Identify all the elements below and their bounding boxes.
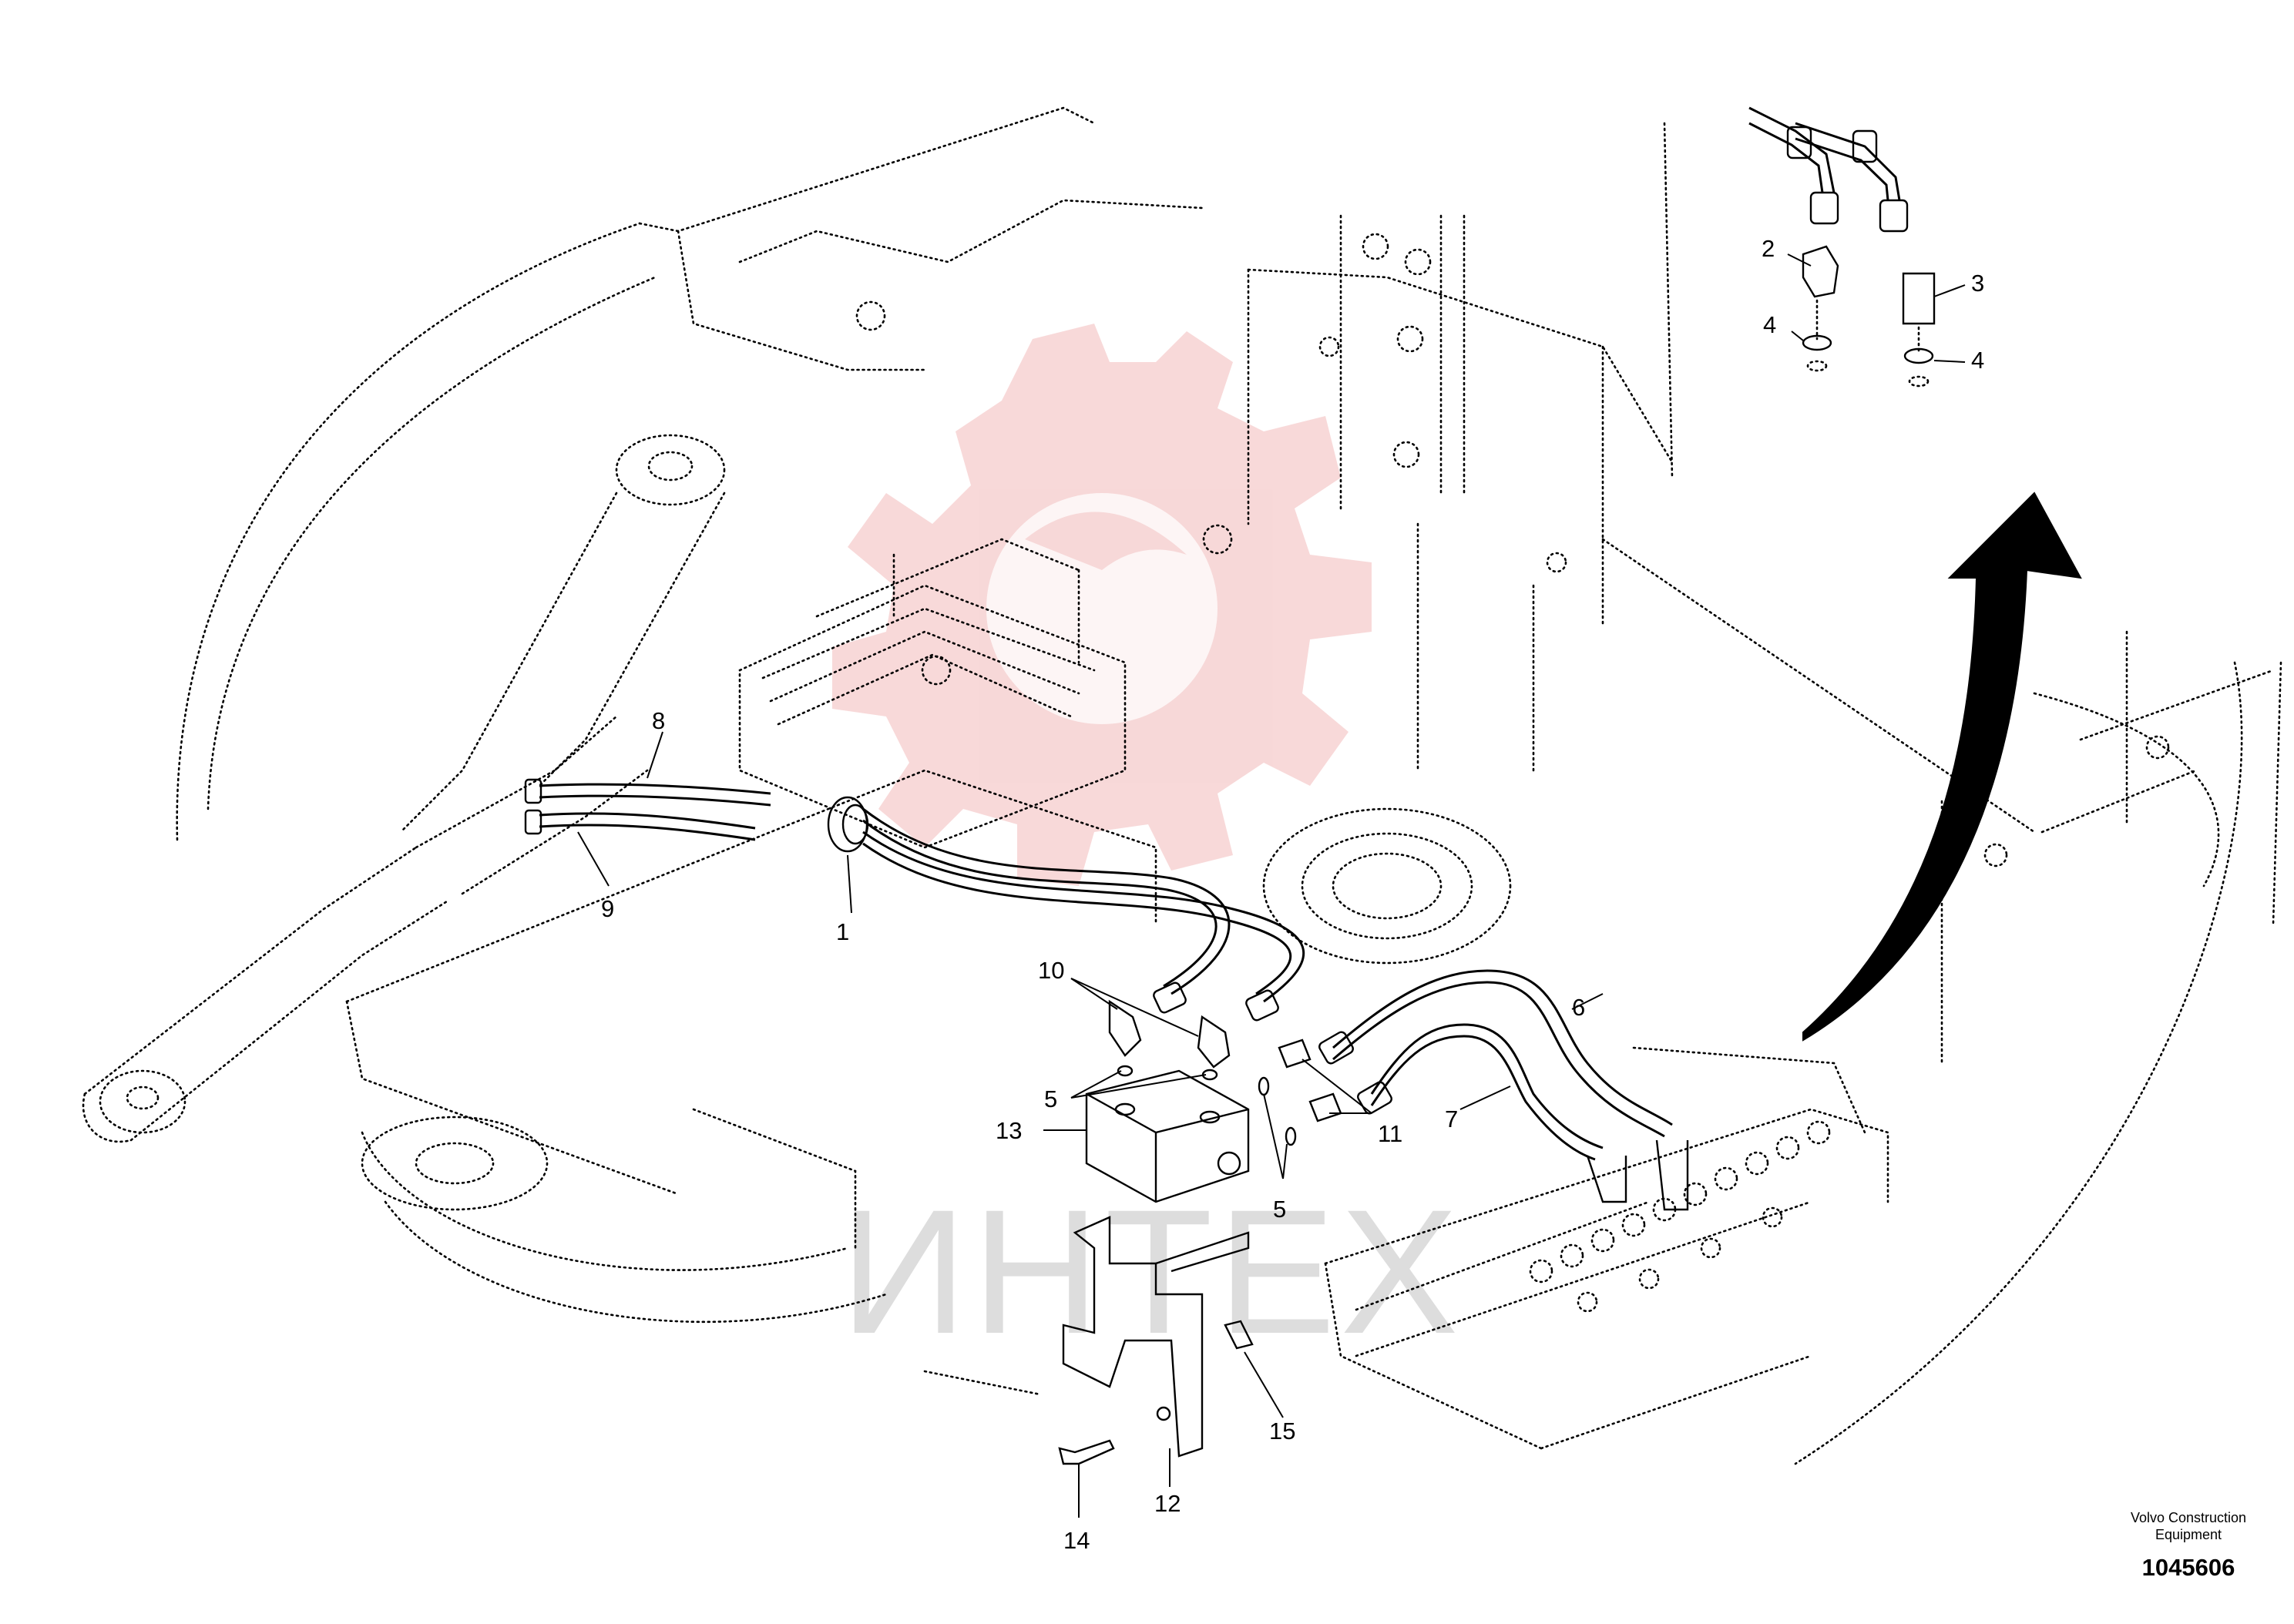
callout-7: 7 bbox=[1445, 1106, 1458, 1132]
callout-4a: 4 bbox=[1763, 311, 1776, 338]
callout-2: 2 bbox=[1762, 235, 1775, 262]
callout-13: 13 bbox=[996, 1117, 1022, 1144]
footer-company-line1: Volvo Construction bbox=[2131, 1510, 2246, 1525]
callout-8: 8 bbox=[652, 707, 665, 734]
watermark-logo bbox=[832, 324, 1372, 886]
callout-14: 14 bbox=[1063, 1527, 1090, 1554]
footer: Volvo Construction Equipment 1045606 bbox=[2131, 1510, 2246, 1581]
watermark-text: ИНТЕХ bbox=[840, 1173, 1463, 1371]
bolt-14 bbox=[1058, 1439, 1115, 1465]
detail-inset bbox=[1748, 106, 1936, 388]
hose-assembly-6-7 bbox=[1318, 969, 1689, 1211]
o-rings-5 bbox=[1117, 1065, 1297, 1146]
callout-12: 12 bbox=[1154, 1490, 1181, 1517]
elbow-fittings-10 bbox=[1108, 999, 1231, 1069]
adapters-11 bbox=[1278, 1038, 1342, 1122]
footer-company-line2: Equipment bbox=[2155, 1527, 2222, 1542]
bolt-15 bbox=[1224, 1320, 1254, 1350]
hose-assembly-8-9 bbox=[524, 778, 771, 841]
callouts: 1 2 3 4 4 5 5 6 7 8 9 10 11 12 13 14 15 bbox=[601, 235, 1984, 1554]
callout-6: 6 bbox=[1572, 994, 1585, 1021]
callout-11: 11 bbox=[1378, 1120, 1402, 1147]
manifold-block-13 bbox=[1085, 1069, 1250, 1203]
callout-15: 15 bbox=[1269, 1418, 1295, 1444]
curved-arrow bbox=[1802, 492, 2082, 1042]
callout-3: 3 bbox=[1971, 270, 1984, 297]
callout-9: 9 bbox=[601, 895, 614, 922]
callout-4b: 4 bbox=[1971, 347, 1984, 374]
excavator-frame bbox=[82, 106, 2282, 1465]
leader-lines bbox=[577, 253, 1966, 1518]
drawing-number: 1045606 bbox=[2142, 1554, 2235, 1581]
callout-5a: 5 bbox=[1044, 1085, 1057, 1112]
callout-5b: 5 bbox=[1273, 1196, 1286, 1223]
bracket-12 bbox=[1062, 1216, 1250, 1458]
hose-assembly-1 bbox=[827, 796, 1305, 1022]
callout-10: 10 bbox=[1038, 957, 1064, 984]
callout-1: 1 bbox=[836, 918, 849, 945]
